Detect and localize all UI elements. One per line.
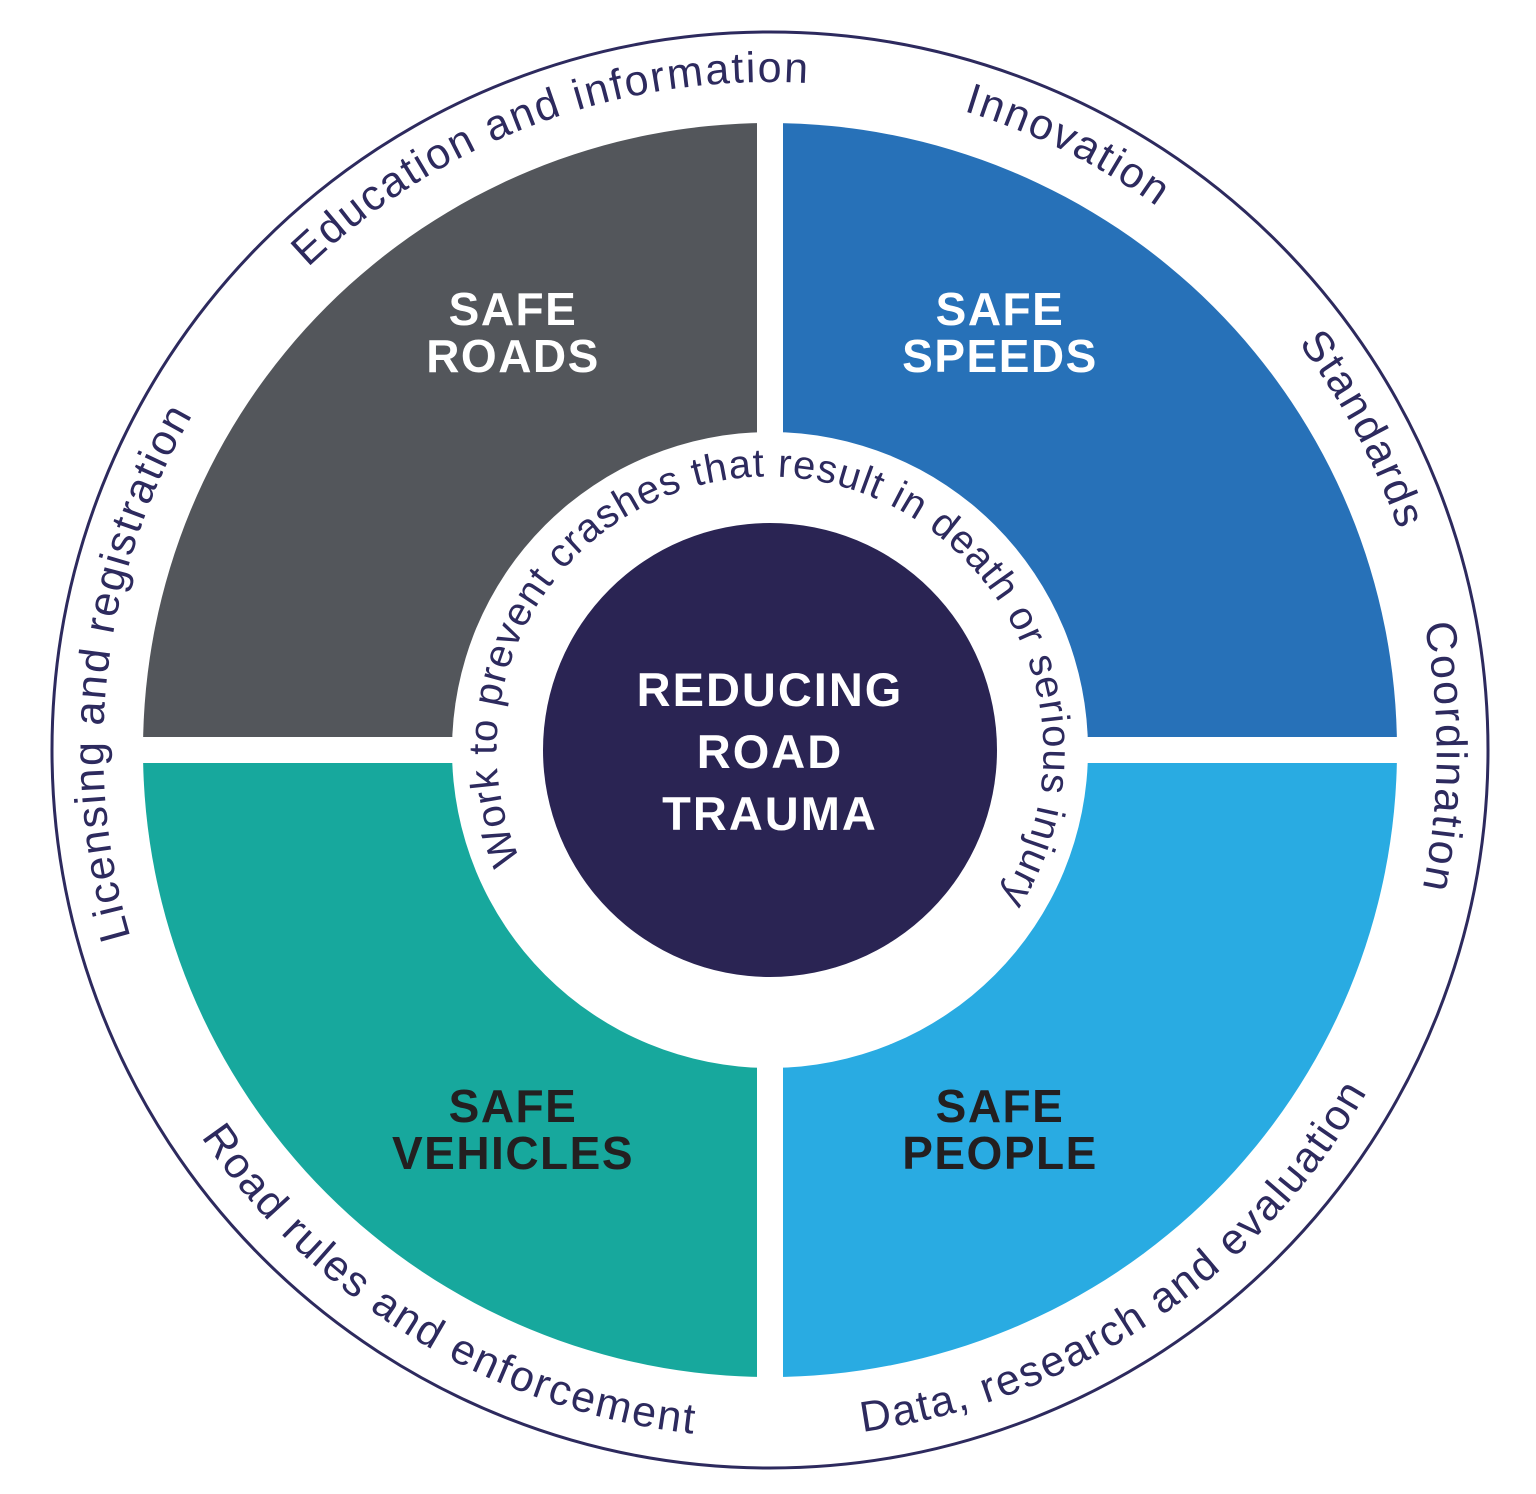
safe-roads-line1: SAFE: [449, 283, 578, 335]
quadrant-label-safe-people: SAFE PEOPLE: [902, 1080, 1098, 1179]
center-circle: [543, 523, 997, 977]
center-text-line3: TRAUMA: [662, 787, 878, 840]
safe-people-line1: SAFE: [936, 1080, 1065, 1132]
center-text-line2: ROAD: [697, 725, 843, 778]
safe-speeds-line1: SAFE: [936, 283, 1065, 335]
safe-people-line2: PEOPLE: [902, 1127, 1098, 1179]
quadrant-label-safe-vehicles: SAFE VEHICLES: [392, 1080, 634, 1179]
safe-roads-line2: ROADS: [426, 330, 600, 382]
safe-speeds-line2: SPEEDS: [902, 330, 1098, 382]
safe-vehicles-line1: SAFE: [449, 1080, 578, 1132]
quadrant-label-safe-speeds: SAFE SPEEDS: [902, 283, 1098, 382]
quadrant-label-safe-roads: SAFE ROADS: [426, 283, 600, 382]
center-text-line1: REDUCING: [637, 663, 904, 716]
safe-vehicles-line2: VEHICLES: [392, 1127, 634, 1179]
